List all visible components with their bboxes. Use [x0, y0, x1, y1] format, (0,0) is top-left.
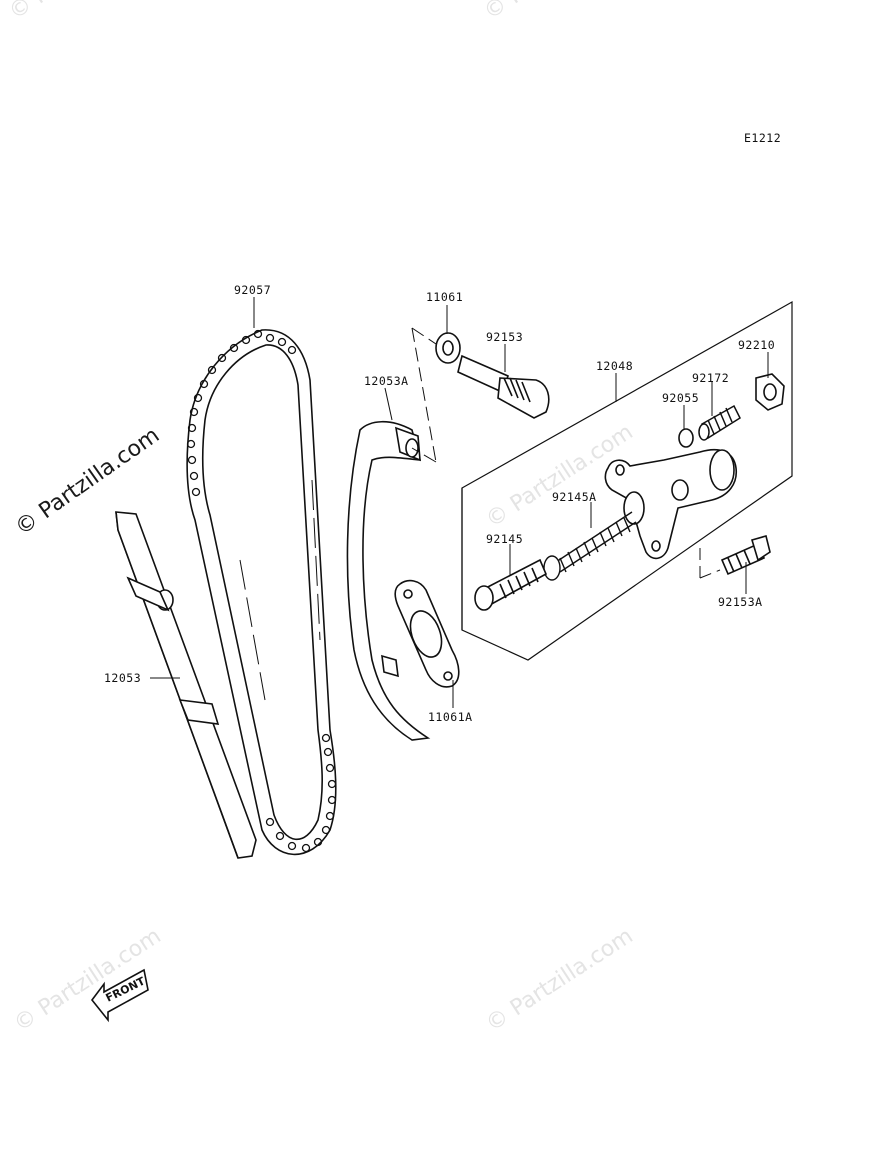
label-bolt-side[interactable]: 92153A [718, 595, 763, 609]
leader-lines [150, 297, 769, 708]
leader-triangle [411, 327, 449, 463]
bolt-top [457, 354, 550, 419]
spring-small [698, 404, 741, 441]
label-tensioner-assy[interactable]: 12048 [596, 359, 634, 373]
gasket [394, 579, 460, 688]
label-o-ring[interactable]: 92055 [662, 391, 700, 405]
label-washer-top[interactable]: 11061 [426, 290, 464, 304]
label-guide-upper[interactable]: 12053A [364, 374, 409, 388]
assembly-outline [461, 300, 793, 661]
rod [474, 558, 548, 611]
label-nut[interactable]: 92210 [738, 338, 776, 352]
washer-top [435, 332, 461, 364]
tensioner-body [604, 448, 737, 560]
o-ring [678, 428, 694, 448]
watermark-layer: © Partzilla.com © Partzilla.com © Partzi… [5, 0, 638, 1037]
watermark-top-left: © Partzilla.com [5, 0, 161, 25]
watermark-bottom-mid: © Partzilla.com [482, 924, 638, 1037]
watermark-top-mid: © Partzilla.com [480, 0, 636, 25]
spring-main [543, 511, 637, 581]
label-bolt-top[interactable]: 92153 [486, 330, 524, 344]
label-spring-small[interactable]: 92172 [692, 371, 730, 385]
label-chain[interactable]: 92057 [234, 283, 272, 297]
label-spring-main[interactable]: 92145A [552, 490, 597, 504]
chain-guide-left [115, 511, 257, 859]
label-gasket[interactable]: 11061A [428, 710, 473, 724]
label-rod[interactable]: 92145 [486, 532, 524, 546]
nut [755, 373, 785, 411]
timing-chain [186, 329, 337, 856]
bolt-side [720, 535, 771, 576]
bolt-side-leader [699, 548, 721, 579]
label-diagram-code: E1212 [744, 131, 782, 145]
label-guide-left[interactable]: 12053 [104, 671, 142, 685]
